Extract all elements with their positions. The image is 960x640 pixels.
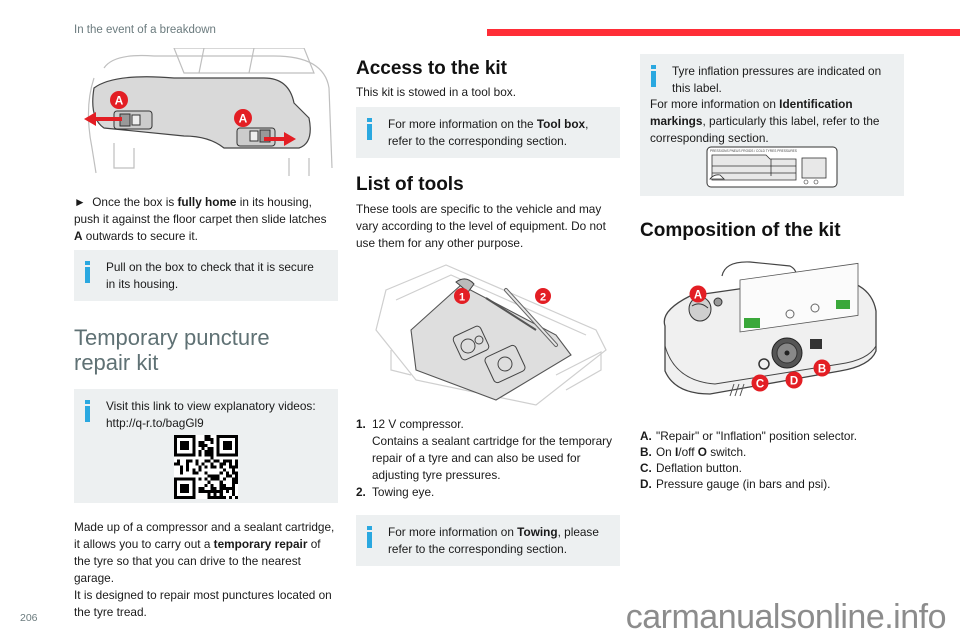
kit-description: Made up of a compressor and a sealant ca… xyxy=(74,520,335,619)
label-badge-a-right: A xyxy=(234,109,252,127)
list-item: B.On I/off O switch. xyxy=(640,445,747,459)
column-2: Access to the kit This kit is stowed in … xyxy=(356,48,620,566)
parts-list: A."Repair" or "Inflation" position selec… xyxy=(640,428,904,492)
section-heading-composition: Composition of the kit xyxy=(640,220,841,241)
tyre-pressure-label-image: PRESSIONS PNEUS FROIDS / COLD TYRES PRES… xyxy=(706,146,838,188)
label-badge-c: C xyxy=(751,374,769,392)
toolbox-latch-illustration: A A xyxy=(74,48,338,180)
info-icon xyxy=(367,526,372,548)
latch-instruction: ► Once the box is fully home in its hous… xyxy=(74,195,327,243)
badge-c-text: C xyxy=(756,379,764,391)
column-1: A A ► Once the box is fully home in its … xyxy=(74,48,338,621)
info-note-videos: Visit this link to view explanatory vide… xyxy=(74,389,338,503)
info-note-pressure-label: Tyre inflation pressures are indicated o… xyxy=(640,54,904,196)
list-item: C.Deflation button. xyxy=(640,461,742,475)
tools-list: 1. 12 V compressor. Contains a sealant c… xyxy=(356,416,620,501)
info-icon xyxy=(85,261,90,283)
info-note-secure: Pull on the box to check that it is secu… xyxy=(74,250,338,301)
video-link[interactable]: http://q-r.to/bagGl9 xyxy=(106,415,204,430)
header-accent-bar xyxy=(487,29,960,36)
section-title: In the event of a breakdown xyxy=(74,24,216,36)
label-badge-d: D xyxy=(785,371,803,389)
badge-a-left-text: A xyxy=(115,94,124,108)
info-icon xyxy=(367,118,372,140)
label-badge-2: 2 xyxy=(535,288,551,304)
tools-illustration: 1 2 xyxy=(356,260,620,410)
section-heading-access: Access to the kit xyxy=(356,58,507,79)
watermark: carmanualsonline.info xyxy=(625,598,947,636)
label-badge-1: 1 xyxy=(454,288,470,304)
label-badge-a-left: A xyxy=(110,91,128,109)
list-item: 2. Towing eye. xyxy=(356,485,435,499)
badge-b-text: B xyxy=(818,364,826,376)
info-note-towing: For more information on Towing, please r… xyxy=(356,515,620,566)
badge-a-text: A xyxy=(694,290,702,302)
label-badge-a: A xyxy=(689,285,707,303)
badge-a-right-text: A xyxy=(239,112,248,126)
access-intro: This kit is stowed in a tool box. xyxy=(356,85,516,99)
arrow-marker-icon: ► xyxy=(74,195,86,209)
info-icon xyxy=(85,400,90,422)
section-heading-tools: List of tools xyxy=(356,174,464,195)
qr-code[interactable] xyxy=(174,435,238,499)
compressor-illustration: A B C D xyxy=(640,256,904,406)
info-icon xyxy=(651,65,656,87)
list-item: A."Repair" or "Inflation" position selec… xyxy=(640,429,858,443)
section-heading-repair-kit: Temporary puncture repair kit xyxy=(74,325,270,375)
list-item: D.Pressure gauge (in bars and psi). xyxy=(640,477,831,491)
badge-d-text: D xyxy=(790,376,798,388)
badge-2-text: 2 xyxy=(540,292,546,304)
page-number: 206 xyxy=(20,612,38,624)
badge-1-text: 1 xyxy=(459,292,465,304)
column-3: Tyre inflation pressures are indicated o… xyxy=(640,48,904,492)
list-item: 1. 12 V compressor. Contains a sealant c… xyxy=(356,417,612,482)
label-badge-b: B xyxy=(813,359,831,377)
info-note-toolbox: For more information on the Tool box, re… xyxy=(356,107,620,158)
tools-description: These tools are specific to the vehicle … xyxy=(356,202,606,250)
pressure-label-caption: PRESSIONS PNEUS FROIDS / COLD TYRES PRES… xyxy=(710,149,797,153)
